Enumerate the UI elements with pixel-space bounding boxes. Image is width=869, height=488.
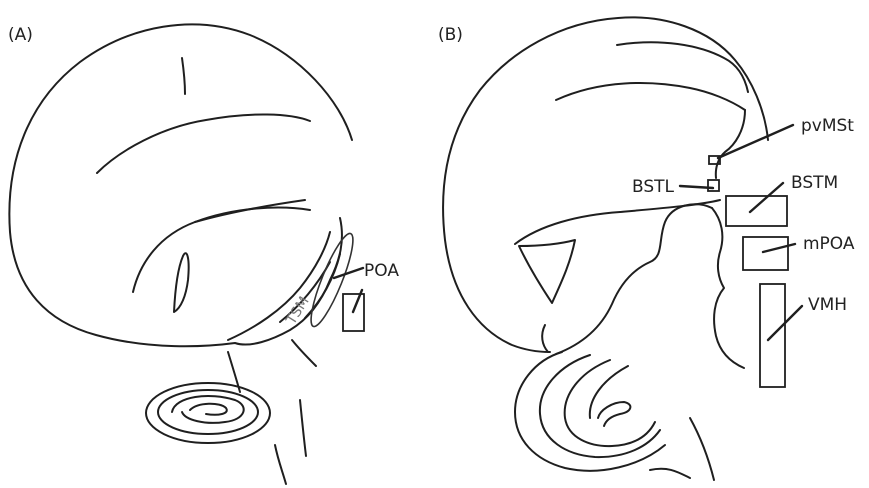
panel-b-cortex-line: [556, 83, 745, 110]
mpoa-box: [743, 237, 788, 270]
panel-b-cortex-line-2: [515, 200, 720, 244]
panel-a-stalk-lower: [300, 400, 306, 456]
panel-a-inner-curve-2: [195, 200, 305, 222]
panel-b: (B) pvMSt BSTL: [438, 17, 855, 480]
panel-a: (A) TSM POA: [8, 24, 399, 484]
tsm-label: TSM: [283, 294, 313, 328]
panel-a-coil: [146, 383, 270, 443]
panel-a-inner-curve: [133, 208, 310, 292]
bstm-label: BSTM: [791, 173, 838, 193]
poa-label: POA: [364, 261, 399, 281]
panel-a-tract-boundary-2: [305, 254, 340, 318]
poa-leader: [334, 268, 363, 278]
panel-b-hippocampus: [515, 352, 714, 480]
vmh-label: VMH: [808, 295, 847, 315]
panel-b-lower-curve: [542, 325, 548, 352]
panel-b-ventricle: [519, 240, 575, 303]
bstl-box: [708, 180, 719, 191]
pvmst-label: pvMSt: [801, 116, 854, 136]
panel-b-septum: [712, 208, 744, 368]
panel-a-stalk-right: [292, 340, 316, 366]
panel-b-cortex-top: [617, 42, 748, 92]
bstl-label: BSTL: [632, 177, 675, 197]
panel-a-stalk-lower-2: [275, 445, 286, 484]
panel-a-cortical-line: [97, 114, 310, 173]
panel-b-medial-wall: [716, 110, 745, 178]
bstm-leader: [750, 183, 783, 212]
panel-b-striatum: [556, 204, 712, 354]
panel-a-dorsal-sulcus: [182, 58, 185, 94]
panel-b-label: (B): [438, 25, 463, 45]
bstm-box: [726, 196, 787, 226]
mpoa-leader: [763, 244, 795, 252]
tsm-ellipse: [304, 230, 360, 330]
mpoa-label: mPOA: [803, 234, 855, 254]
panel-a-ventricle: [174, 253, 189, 312]
pvmst-leader: [718, 125, 793, 158]
panel-a-label: (A): [8, 25, 33, 45]
